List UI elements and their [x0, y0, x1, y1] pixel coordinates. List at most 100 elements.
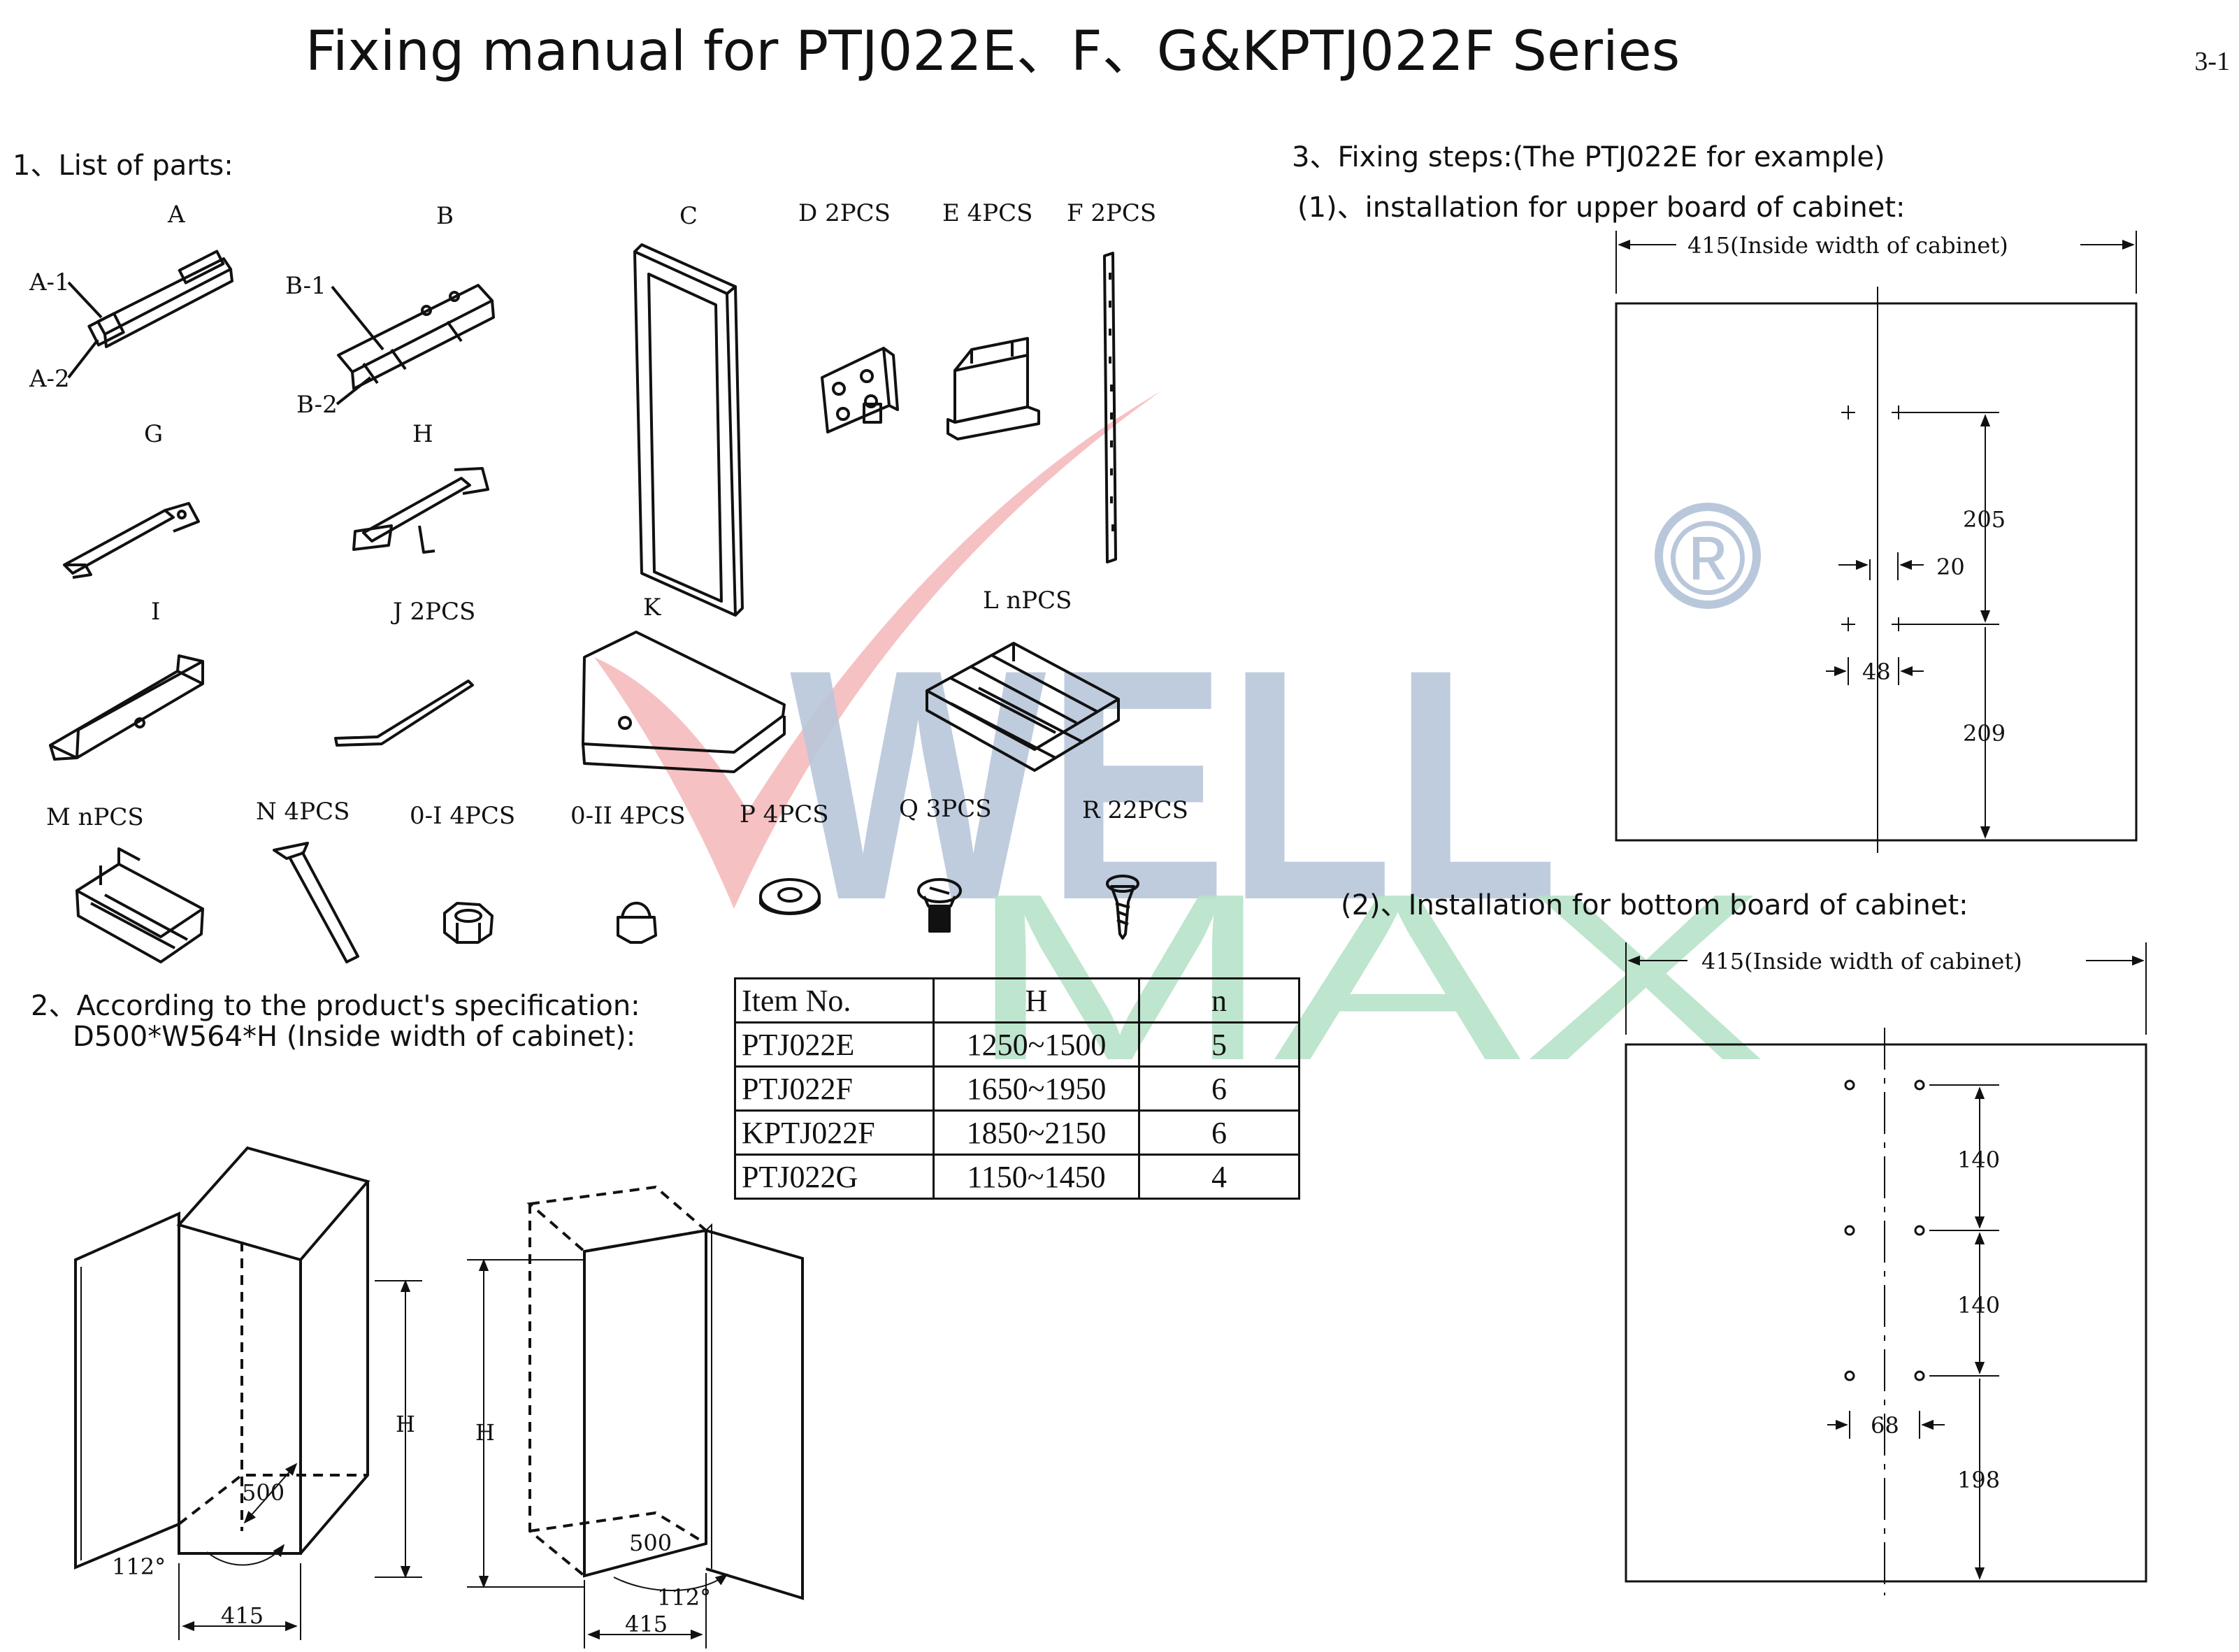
part-label-h: H [412, 420, 433, 448]
cabinet-drawing-right [467, 1185, 804, 1649]
right-dim-depth: 500 [629, 1530, 672, 1556]
table-cell-h: 1150~1450 [933, 1154, 1140, 1200]
left-dim-width: 415 [221, 1602, 264, 1629]
part-label-q: Q 3PCS [899, 795, 992, 823]
right-dim-height: H [475, 1419, 495, 1446]
part-label-n: N 4PCS [256, 798, 350, 826]
table-header-n: n [1138, 977, 1300, 1023]
part-c-frame [633, 243, 744, 617]
part-label-p: P 4PCS [740, 800, 829, 828]
table-cell-item: PTJ022E [734, 1021, 935, 1068]
table-header-item: Item No. [734, 977, 935, 1023]
step1-heading: (1)、installation for upper board of cabi… [1297, 192, 1905, 224]
part-b-slide-rail [331, 284, 495, 405]
part-j-rod [334, 680, 474, 747]
table-cell-item: PTJ022F [734, 1065, 935, 1112]
part-label-b: B [436, 202, 454, 230]
part-label-r: R 22PCS [1082, 796, 1188, 824]
part-label-k: K [643, 594, 661, 622]
part-label-f: F 2PCS [1067, 199, 1156, 227]
right-dim-angle: 112° [657, 1584, 711, 1611]
table-cell-h: 1650~1950 [933, 1065, 1140, 1112]
part-label-a: A [167, 201, 185, 229]
watermark-registered-circle [1655, 503, 1761, 609]
watermark-pink-swoosh [594, 392, 1160, 909]
upper-dim-209: 209 [1963, 720, 2006, 747]
cabinet-drawing-left [74, 1146, 422, 1640]
part-label-a2: A-2 [29, 365, 70, 393]
step2-heading: (2)、Installation for bottom board of cab… [1341, 889, 1968, 921]
part-label-b2: B-2 [296, 391, 338, 419]
spec-table: Item No. H n PTJ022E 1250~1500 5 PTJ022F… [734, 977, 1300, 1200]
section3-heading: 3、Fixing steps:(The PTJ022E for example) [1292, 141, 1885, 173]
part-label-c: C [679, 202, 698, 230]
table-cell-n: 6 [1138, 1109, 1300, 1156]
left-dim-depth: 500 [242, 1479, 285, 1506]
part-label-d: D 2PCS [798, 199, 891, 227]
bottom-dim-198: 198 [1957, 1467, 2000, 1493]
table-cell-n: 4 [1138, 1154, 1300, 1200]
table-cell-item: KPTJ022F [734, 1109, 935, 1156]
part-k-shelf-board [582, 631, 786, 773]
table-header-row: Item No. H n [734, 977, 1300, 1023]
part-label-oi: 0-I 4PCS [410, 802, 515, 830]
page-number: 3-1 [2194, 47, 2230, 76]
table-row: KPTJ022F 1850~2150 6 [734, 1109, 1300, 1156]
part-i-tray [49, 654, 204, 761]
table-cell-h: 1850~2150 [933, 1109, 1140, 1156]
table-cell-h: 1250~1500 [933, 1021, 1140, 1068]
part-label-oii: 0-II 4PCS [570, 802, 686, 830]
bottom-board-diagram [1625, 942, 2147, 1595]
bottom-width-label: 415(Inside width of cabinet) [1701, 948, 2022, 975]
section2-heading-line1: 2、According to the product's specificati… [31, 990, 640, 1022]
upper-width-label: 415(Inside width of cabinet) [1687, 232, 2008, 259]
bottom-dim-140a: 140 [1957, 1147, 2000, 1173]
part-f-strip [1103, 252, 1117, 563]
part-label-a1: A-1 [29, 268, 70, 296]
part-r-wood-screw [1106, 875, 1139, 940]
upper-dim-20: 20 [1936, 554, 1965, 580]
table-row: PTJ022G 1150~1450 4 [734, 1154, 1300, 1200]
table-row: PTJ022E 1250~1500 5 [734, 1021, 1300, 1068]
part-h-bracket [352, 467, 489, 554]
table-cell-n: 6 [1138, 1065, 1300, 1112]
part-g-bracket [63, 502, 200, 579]
left-dim-height: H [396, 1411, 415, 1437]
watermark-registered-mark: ® [1669, 499, 1747, 617]
part-a-slide-rail [67, 250, 233, 379]
page-title: Fixing manual for PTJ022E、F、G&KPTJ022F S… [305, 20, 1680, 83]
part-label-b1: B-1 [285, 272, 326, 300]
bottom-dim-140b: 140 [1957, 1292, 2000, 1319]
right-dim-width: 415 [625, 1611, 668, 1637]
part-n-bolt [273, 842, 359, 963]
part-e-cap [946, 337, 1040, 440]
part-q-screw [917, 878, 962, 933]
part-label-j: J 2PCS [391, 598, 475, 626]
part-label-l: L nPCS [983, 587, 1072, 615]
bottom-board-holes [1844, 1079, 1925, 1381]
upper-dim-48: 48 [1862, 659, 1891, 685]
upper-board-holes [1841, 405, 1906, 631]
part-label-e: E 4PCS [942, 199, 1032, 227]
part-d-bracket [821, 347, 899, 433]
part-oi-nut [443, 902, 494, 944]
part-label-m: M nPCS [46, 803, 144, 831]
watermark-word-well: WELL [790, 601, 1559, 968]
table-cell-n: 5 [1138, 1021, 1300, 1068]
upper-dim-205: 205 [1963, 506, 2006, 533]
section2-heading-line2: D500*W564*H (Inside width of cabinet): [73, 1021, 635, 1053]
part-label-i: I [151, 598, 160, 626]
table-cell-item: PTJ022G [734, 1154, 935, 1200]
part-label-g: G [144, 420, 163, 448]
part-oii-cap-nut [617, 901, 657, 944]
left-dim-angle: 112° [112, 1553, 166, 1580]
part-p-washer [759, 878, 821, 915]
part-m-basket [75, 847, 204, 963]
part-l-basket [926, 642, 1120, 772]
bottom-dim-68: 68 [1871, 1412, 1899, 1439]
upper-board-diagram [1615, 231, 2138, 853]
table-header-h: H [933, 977, 1140, 1023]
table-row: PTJ022F 1650~1950 6 [734, 1065, 1300, 1112]
section1-heading: 1、List of parts: [13, 150, 233, 182]
